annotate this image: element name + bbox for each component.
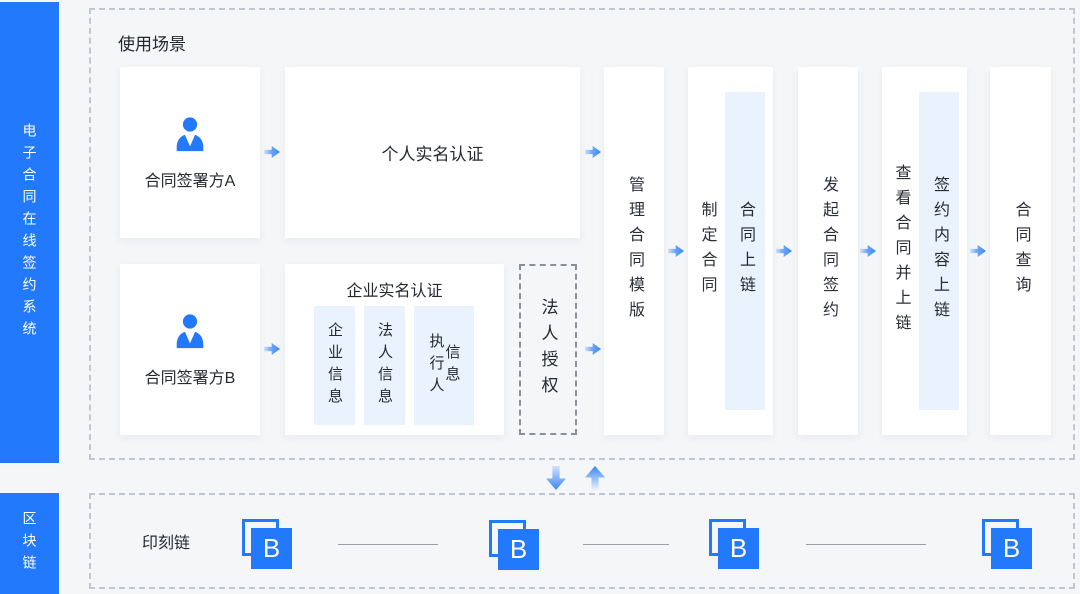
step-view-contract-label-wrap: 查看合同并上链 [882,164,919,339]
step-create-contract-label: 制定合同 [698,201,716,301]
arrow-right-icon [585,343,601,355]
step-create-contract: 制定合同 合同上链 [688,67,773,435]
arrow-right-icon [860,245,876,257]
executor-info-label-col2: 信息 [443,343,461,388]
blockchain-panel: 印刻链 B B B B [89,493,1075,589]
blockchain-node-letter: B [262,533,281,563]
legal-person-info-label: 法人信息 [376,321,393,410]
party-b-card: 合同签署方B [120,264,260,435]
step-contract-query: 合同查询 [990,67,1051,435]
arrow-right-icon [264,146,280,158]
sign-content-onchain-label: 签约内容上链 [931,176,948,326]
blockchain-node-front: B [251,528,292,569]
step-view-contract-label: 查看合同并上链 [892,163,910,339]
chain-name-label: 印刻链 [142,535,191,552]
step-view-contract: 查看合同并上链 签约内容上链 [882,67,967,435]
user-icon [171,311,209,356]
enterprise-auth-title: 企业实名认证 [346,283,443,300]
system-sidebar-label: 电子合同在线签约系统 [21,122,38,343]
blockchain-node-front: B [498,529,539,570]
step-manage-template: 管理合同模版 [604,67,664,435]
blockchain-node-icon: B [709,519,759,569]
executor-info-label-col1: 执行人 [427,332,445,399]
arrow-right-icon [585,146,601,158]
sign-content-onchain-box: 签约内容上链 [919,92,959,410]
blockchain-node-icon: B [489,520,539,570]
party-a-label: 合同签署方A [144,173,236,190]
arrow-right-icon [668,245,684,257]
contract-onchain-box: 合同上链 [725,92,765,410]
usage-scene-title: 使用场景 [118,35,186,54]
usage-scene-panel: 使用场景 合同签署方A 个人实名认证 [89,8,1075,460]
step-contract-query-label: 合同查询 [1012,201,1030,301]
party-a-card: 合同签署方A [120,67,260,238]
node-connector-line [806,544,926,545]
blockchain-node-icon: B [242,519,292,569]
step-initiate-sign: 发起合同签约 [798,67,858,435]
legal-auth-label: 法人授权 [538,297,558,402]
blockchain-node-letter: B [729,533,748,563]
legal-person-info-box: 法人信息 [364,306,405,425]
arrow-up-icon [585,466,605,490]
executor-info-box: 执行人 信息 [414,306,474,425]
personal-auth-label: 个人实名认证 [381,145,484,164]
system-sidebar: 电子合同在线签约系统 [0,2,59,463]
contract-onchain-label: 合同上链 [737,201,754,301]
arrow-right-icon [776,245,792,257]
blockchain-node-icon: B [982,519,1032,569]
party-b-label: 合同签署方B [144,370,236,387]
user-icon [171,114,209,159]
arrow-right-icon [970,245,986,257]
enterprise-info-box: 企业信息 [314,306,355,425]
blockchain-node-letter: B [1002,533,1021,563]
personal-auth-card: 个人实名认证 [285,67,580,238]
blockchain-sidebar: 区块链 [0,493,59,594]
step-manage-template-label: 管理合同模版 [626,176,643,326]
arrow-down-icon [546,466,566,490]
enterprise-info-label: 企业信息 [326,321,343,410]
legal-auth-box: 法人授权 [519,264,577,435]
step-create-contract-label-wrap: 制定合同 [688,201,725,301]
blockchain-node-front: B [718,528,759,569]
blockchain-sidebar-label: 区块链 [21,510,38,577]
enterprise-auth-card: 企业实名认证 企业信息 法人信息 执行人 信息 [285,264,504,435]
step-initiate-sign-label: 发起合同签约 [820,176,837,326]
arrow-right-icon [264,343,280,355]
node-connector-line [583,544,669,545]
blockchain-node-front: B [991,528,1032,569]
node-connector-line [338,544,438,545]
blockchain-node-letter: B [509,534,528,564]
